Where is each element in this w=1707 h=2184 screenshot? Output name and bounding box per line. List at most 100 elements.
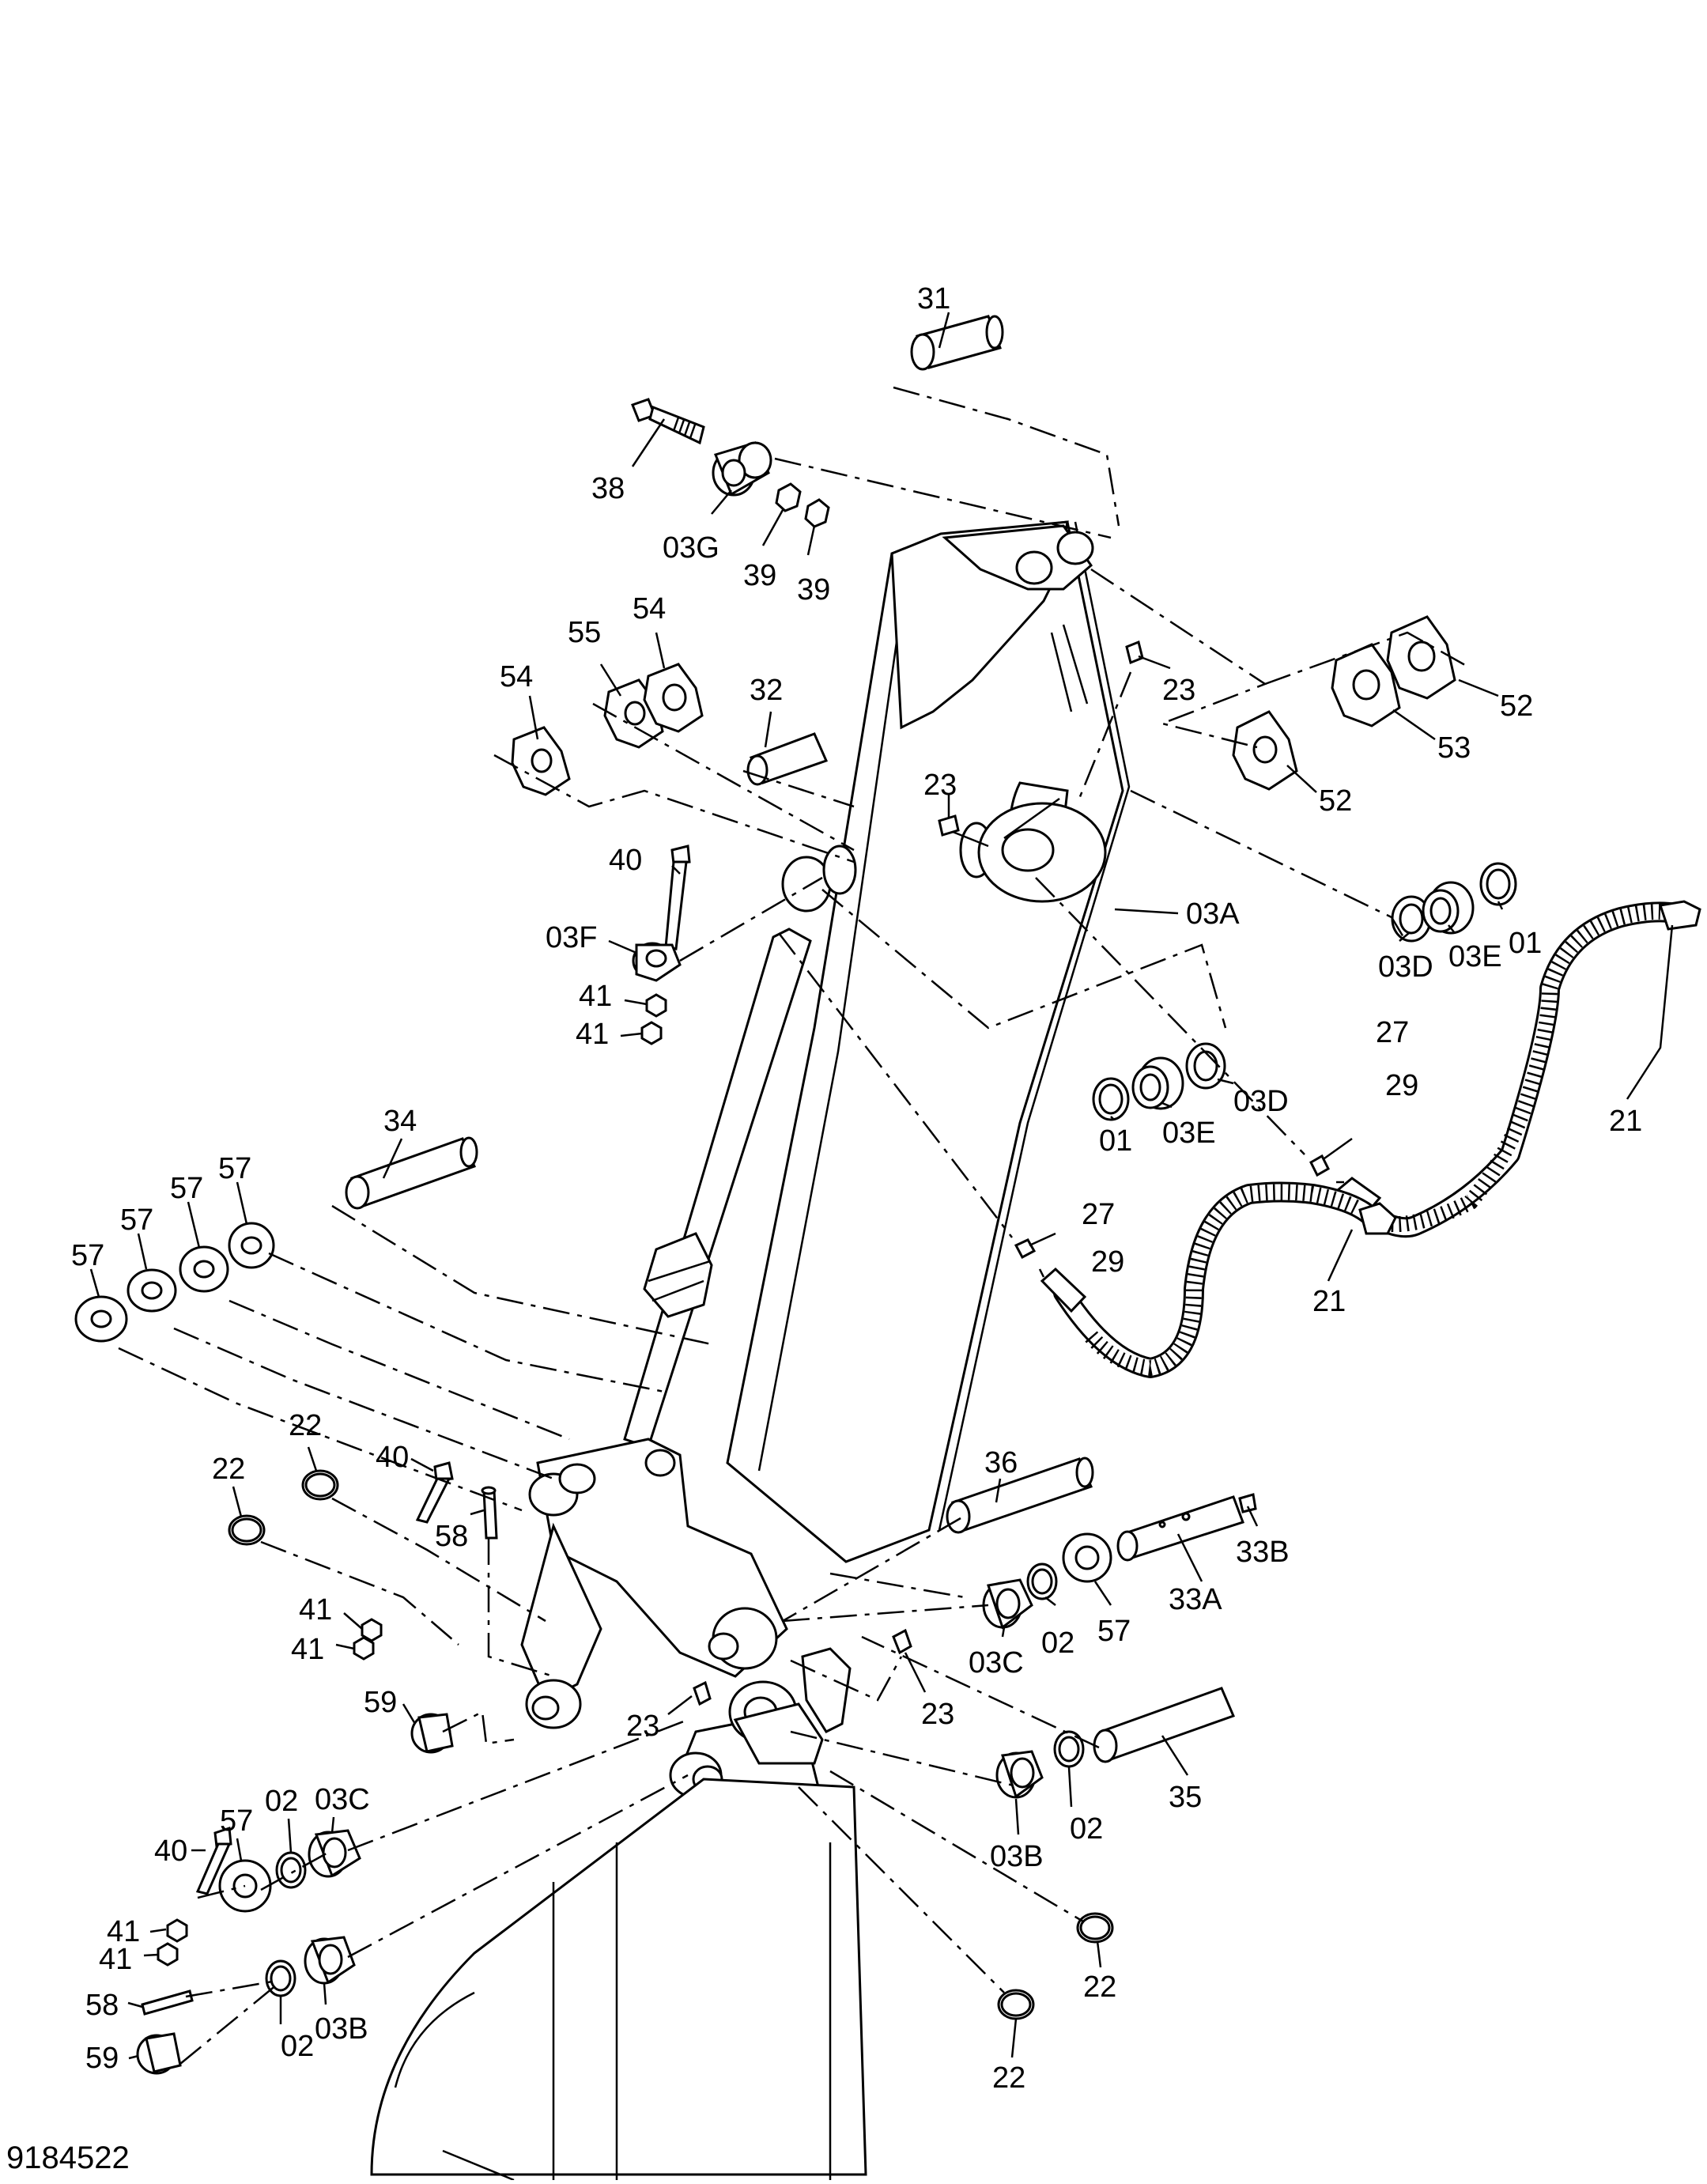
callout-41-f: 41 — [99, 1943, 132, 1976]
nut-41d — [353, 1636, 375, 1661]
pin-58-upper — [481, 1486, 498, 1540]
grease-fitting-23-mid — [938, 814, 960, 837]
callout-02-right: 02 — [1041, 1627, 1074, 1660]
callout-03C-right: 03C — [969, 1646, 1024, 1680]
callout-40-upper: 40 — [609, 844, 642, 877]
callout-41-e: 41 — [107, 1915, 140, 1948]
callout-03B-left: 03B — [315, 2012, 368, 2046]
callout-02-right-lower: 02 — [1070, 1812, 1103, 1846]
callout-21-lower: 21 — [1312, 1285, 1346, 1318]
pin-36 — [946, 1457, 1094, 1534]
nut-39a — [775, 482, 802, 512]
callout-59-upper: 59 — [364, 1686, 397, 1719]
washer-57-right — [1062, 1532, 1112, 1583]
figure-number: 9184522 — [6, 2141, 130, 2175]
callout-57-4: 57 — [218, 1152, 251, 1185]
callout-34: 34 — [383, 1105, 417, 1138]
callout-36: 36 — [984, 1446, 1018, 1479]
nut-41e — [166, 1918, 188, 1943]
callout-22-b: 22 — [289, 1409, 322, 1442]
callout-29-upper: 29 — [1385, 1069, 1418, 1102]
washer-57-1 — [74, 1295, 128, 1343]
bucket-cylinder-rod — [623, 928, 812, 1449]
callout-58-lower: 58 — [85, 1989, 119, 2022]
nut-41b — [640, 1021, 663, 1045]
callout-23-top: 23 — [1162, 674, 1195, 707]
bushing-03E-left — [1131, 1056, 1184, 1110]
arm-body — [370, 520, 1131, 2182]
bushing-03E-right — [1422, 881, 1475, 935]
callout-22-c: 22 — [992, 2061, 1025, 2095]
shim-52-lower — [1232, 710, 1298, 791]
callout-41-d: 41 — [291, 1633, 324, 1666]
grease-fitting-23-top — [1125, 640, 1144, 665]
callout-27-upper: 27 — [1376, 1016, 1409, 1049]
bushing-59-lower — [136, 2032, 182, 2075]
grease-fitting-23-lower-right — [892, 1628, 912, 1655]
callout-22-d: 22 — [1083, 1971, 1116, 2004]
callout-54-left: 54 — [500, 660, 533, 693]
pin-31 — [910, 315, 1004, 371]
callout-55: 55 — [568, 616, 601, 649]
nut-39b — [804, 498, 830, 528]
callout-32: 32 — [750, 674, 783, 707]
ring-01-left — [1092, 1077, 1130, 1121]
callout-39-right: 39 — [797, 573, 830, 606]
shim-52-upper — [1386, 615, 1456, 700]
callout-23-lower-right: 23 — [921, 1698, 954, 1731]
callout-01-lower: 01 — [1099, 1124, 1132, 1158]
nut-41c — [361, 1618, 383, 1642]
callout-38: 38 — [591, 472, 625, 505]
callout-23-mid: 23 — [923, 769, 957, 802]
callout-58-upper: 58 — [435, 1520, 468, 1553]
bolt-40-upper — [664, 845, 691, 950]
bushing-03F — [632, 942, 682, 982]
callout-41-b: 41 — [576, 1018, 609, 1051]
pin-35 — [1093, 1687, 1236, 1763]
oring-22-d — [1076, 1912, 1114, 1944]
bucket — [370, 1778, 867, 2176]
callout-23-lower-left: 23 — [626, 1710, 659, 1743]
bushing-59-upper — [410, 1713, 454, 1754]
washer-57-2 — [127, 1268, 177, 1313]
oring-22-c — [997, 1989, 1035, 2020]
callout-57-3: 57 — [170, 1172, 203, 1205]
callout-31: 31 — [917, 282, 950, 316]
hose-21-upper — [1309, 900, 1701, 1238]
shim-54-left — [511, 726, 571, 796]
callout-02-left-upper: 02 — [265, 1785, 298, 1818]
callout-03E-upper: 03E — [1448, 940, 1502, 973]
callout-57-left: 57 — [220, 1804, 253, 1838]
callout-02-left-lower: 02 — [281, 2030, 314, 2063]
bushing-03C-left — [308, 1829, 361, 1878]
callout-53: 53 — [1437, 731, 1471, 765]
bushing-03B-left — [304, 1936, 356, 1985]
callout-52-lower: 52 — [1319, 784, 1352, 818]
callout-57-2: 57 — [120, 1203, 153, 1237]
top-pin-bore — [1015, 550, 1053, 585]
callout-22-a: 22 — [212, 1453, 245, 1486]
bushing-03C-right — [982, 1578, 1033, 1630]
pin-34 — [345, 1136, 478, 1210]
callout-03E-lower: 03E — [1162, 1117, 1216, 1150]
callout-03C-left: 03C — [315, 1783, 370, 1816]
hose-21-lower — [1014, 1181, 1397, 1378]
callout-29-lower: 29 — [1091, 1245, 1124, 1279]
callout-01-upper: 01 — [1509, 927, 1542, 960]
callout-35: 35 — [1169, 1781, 1202, 1814]
washer-57-4 — [228, 1222, 275, 1269]
shim-54-right — [643, 663, 704, 733]
oring-22-b — [301, 1469, 339, 1501]
oring-22-a — [228, 1514, 266, 1546]
shim-53 — [1331, 643, 1401, 727]
callout-57-right: 57 — [1097, 1615, 1131, 1648]
callout-03A: 03A — [1186, 897, 1240, 931]
callout-54-right: 54 — [633, 592, 666, 625]
ring-02-left-upper — [275, 1851, 307, 1889]
callout-39-left: 39 — [743, 559, 776, 592]
bushing-03G — [712, 441, 772, 497]
nut-41f — [157, 1942, 179, 1967]
ring-01-right — [1479, 862, 1517, 906]
